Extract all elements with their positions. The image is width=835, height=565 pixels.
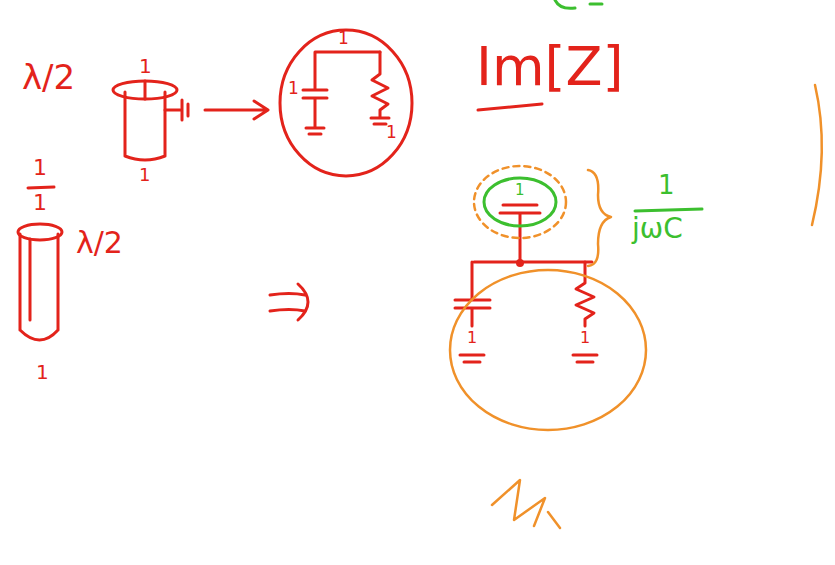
circled-circuit: 1 1 1	[278, 28, 414, 178]
handwritten-label: Im[Z]	[476, 40, 624, 94]
handwritten-label: 1	[467, 330, 477, 346]
handwritten-label: 1	[515, 183, 525, 198]
handwritten-label: 1	[33, 192, 47, 214]
handwritten-label: 1	[658, 172, 675, 198]
handwritten-label: λ/2	[76, 228, 123, 258]
handwritten-label: 1	[139, 56, 152, 76]
handwritten-label: 1	[33, 157, 47, 179]
handwritten-label: 1	[580, 330, 590, 346]
handwritten-label: λ/2	[22, 60, 75, 94]
circuit-outline	[278, 28, 414, 178]
node-label: 1	[338, 30, 349, 47]
handwritten-label: 1	[36, 362, 49, 382]
handwritten-label: jωC	[632, 215, 683, 243]
handwritten-label: 1	[139, 166, 150, 184]
node-label: 1	[288, 80, 299, 97]
node-label: 1	[386, 124, 397, 141]
